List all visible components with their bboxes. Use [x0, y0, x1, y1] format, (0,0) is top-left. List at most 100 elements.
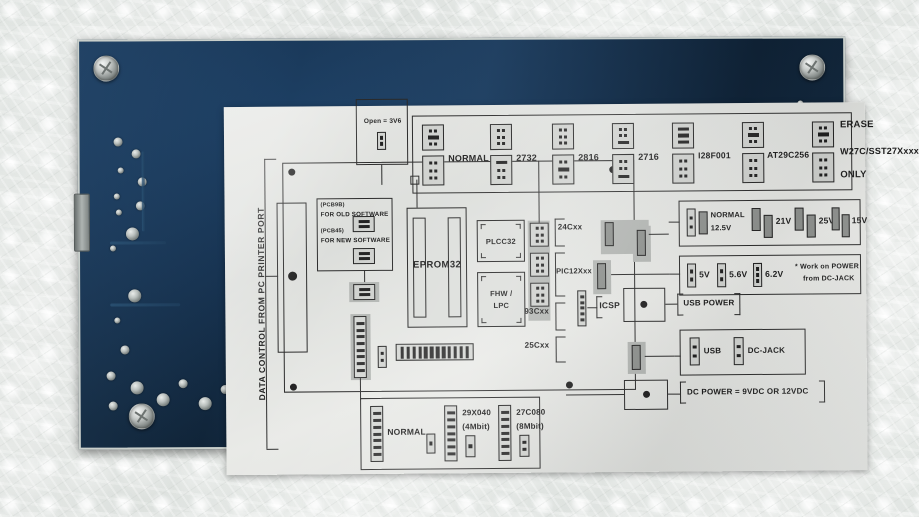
label-erase: ERASE: [839, 119, 874, 131]
jumper-29x040[interactable]: [465, 435, 476, 458]
jumper-at29c256-top[interactable]: [741, 121, 765, 149]
instruction-label-sheet: DATA CONTROL FROM PC PRINTER PORT Open =…: [223, 98, 919, 476]
dc-power-bracket: [823, 380, 826, 403]
icsp-bracket: [596, 317, 603, 319]
software-jumper-new[interactable]: [352, 247, 376, 265]
icsp-bracket: [596, 296, 598, 319]
printer-port-caption: DATA CONTROL FROM PC PRINTER PORT: [255, 207, 268, 401]
label-vcc-6-2v: 6.2V: [765, 268, 784, 279]
vcc-note-line1: * Work on POWER: [795, 263, 860, 271]
solder-pad: [131, 149, 141, 159]
jumper-normal-top[interactable]: [421, 124, 445, 151]
jumper-27c080[interactable]: [519, 434, 530, 457]
jumper-2732-bottom[interactable]: [490, 154, 513, 186]
vcc-jumper-5-6v[interactable]: [717, 263, 727, 288]
vpp-jumper-21v-a[interactable]: [751, 207, 761, 232]
new-software-label: FOR NEW SOFTWARE: [320, 236, 391, 245]
solder-pad: [113, 137, 123, 147]
bracket-25cxx: [555, 336, 558, 363]
jumper-erase-bottom[interactable]: [812, 152, 835, 183]
pcb45-label: (PCB45): [320, 228, 344, 235]
device-select-jumper-mid[interactable]: [529, 252, 550, 277]
jumper-normal-capacity-col[interactable]: [370, 405, 384, 463]
jumper-2716-bottom[interactable]: [612, 153, 635, 185]
label-erase-only: ONLY: [840, 169, 867, 181]
usb-power-center-dot: [640, 300, 648, 308]
label-erase-parts: W27C/SST27Xxxx: [840, 145, 919, 157]
label-24cxx: 24Cxx: [557, 222, 583, 232]
dip-switch-bank[interactable]: [395, 343, 474, 361]
connector-lead: [265, 275, 279, 278]
jumper-2732-top[interactable]: [489, 123, 513, 151]
vpp-jumper-normal-b[interactable]: [698, 211, 708, 235]
usb-connector: [73, 193, 91, 252]
jumper-29x040-col[interactable]: [444, 405, 458, 462]
mounting-screw-bottom-left: [128, 403, 155, 430]
vpp-jumper-15v-b[interactable]: [841, 214, 850, 238]
power-jumper-dc-jack[interactable]: [733, 337, 744, 366]
bracket-24cxx: [554, 218, 557, 247]
mode-select-jumper[interactable]: [377, 345, 387, 368]
mode-select-pin-column[interactable]: [353, 316, 367, 379]
solder-pad: [106, 371, 116, 381]
vpp-jumper-21v-b[interactable]: [763, 214, 773, 238]
jumper-at29c256-bottom[interactable]: [742, 152, 765, 184]
pcb-trace: [141, 151, 145, 232]
vpp-jumper-25v-a[interactable]: [794, 207, 804, 231]
fhw-label: FHW /: [490, 289, 513, 299]
label-capacity-normal: NORMAL: [387, 426, 426, 437]
solder-pad: [178, 379, 188, 389]
bracket-24cxx: [554, 245, 565, 247]
jumper-2816-top[interactable]: [551, 123, 575, 150]
open-3v6-jumper[interactable]: [376, 131, 387, 150]
jumper-erase-top[interactable]: [811, 121, 835, 148]
device-select-jumper-bot[interactable]: [530, 282, 550, 307]
software-jumper-old[interactable]: [352, 215, 375, 233]
solder-pad: [117, 167, 124, 174]
label-vcc-5-6v: 5.6V: [729, 269, 748, 280]
jumper-27c080-col[interactable]: [498, 404, 512, 462]
bracket-24cxx: [554, 218, 565, 220]
vcc-select-jumper[interactable]: [597, 263, 607, 290]
vcc-jumper-6-2v[interactable]: [753, 262, 763, 288]
icsp-header[interactable]: [577, 290, 587, 327]
bracket-line: [266, 448, 279, 451]
bracket-25cxx: [555, 336, 566, 338]
plcc32-socket[interactable]: PLCC32: [476, 219, 525, 263]
jumper-2716-top[interactable]: [611, 122, 635, 150]
vpp-jumper-normal-a[interactable]: [686, 208, 696, 237]
software-jumper-active[interactable]: [353, 283, 376, 301]
vpp-lead: [648, 233, 669, 236]
label-power-usb: USB: [703, 346, 722, 356]
vcc-group-lead: [669, 273, 681, 276]
jumper-normal-bottom[interactable]: [422, 155, 445, 186]
label-2732: 2732: [516, 152, 538, 163]
label-vpp-normal: NORMAL: [710, 210, 745, 220]
solder-pad: [108, 401, 118, 411]
vpp-jumper-25v-b[interactable]: [806, 214, 816, 238]
pcb-trace: [110, 303, 181, 307]
bracket-25cxx: [555, 361, 566, 363]
vpp-group-lead: [668, 221, 680, 224]
jumper-normal-capacity[interactable]: [426, 433, 436, 454]
label-27c080: 27C080: [516, 407, 546, 417]
usb-power-bracket: [677, 314, 684, 316]
vcc-jumper-5v[interactable]: [687, 263, 697, 288]
power-source-jumper[interactable]: [631, 344, 641, 370]
power-jumper-usb[interactable]: [689, 337, 700, 366]
vpp-jumper-15v-a[interactable]: [831, 207, 840, 231]
device-select-jumper-top[interactable]: [529, 222, 549, 247]
fhw-lpc-socket[interactable]: FHW / LPC: [477, 271, 526, 328]
vpp-select-jumper[interactable]: [604, 222, 614, 247]
solder-pad: [125, 227, 139, 241]
jumper-i28f001-bottom[interactable]: [672, 153, 695, 184]
usb-power-bracket: [677, 293, 679, 316]
dc-power-note: DC POWER = 9VDC OR 12VDC: [686, 386, 809, 397]
vpp-select-jumper-2[interactable]: [636, 229, 646, 256]
dc-power-bracket: [819, 401, 826, 403]
printer-port-center-dot: [288, 271, 298, 281]
jumper-2816-bottom[interactable]: [552, 154, 575, 185]
jumper-i28f001-top[interactable]: [671, 122, 695, 149]
bottom-group-lead: [359, 378, 362, 401]
usb-power-bracket: [739, 293, 741, 316]
